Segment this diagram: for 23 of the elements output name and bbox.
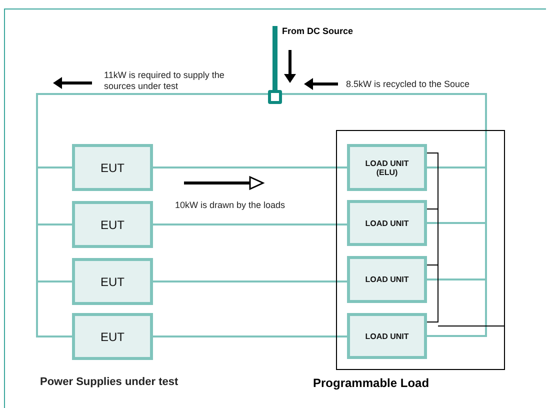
wire [272,26,278,90]
eut-box: EUT [72,313,153,360]
source-label: From DC Source [282,26,368,40]
wire [153,280,347,282]
eut-box: EUT [72,201,153,248]
enclosure-title: Programmable Load [313,376,430,390]
wire [153,336,347,338]
eut-box: EUT [72,144,153,191]
wire [426,264,438,322]
load-unit-box: LOAD UNIT (ELU) [347,144,427,191]
load-unit-box: LOAD UNIT [347,256,427,303]
junction-box [268,90,282,104]
load-unit-box: LOAD UNIT [347,313,427,359]
wire [426,152,438,210]
load-unit-box: LOAD UNIT [347,200,427,246]
power-note: 10kW is drawn by the loads [175,200,286,211]
eut-box: EUT [72,258,153,305]
wire [153,224,347,226]
wire [153,166,347,168]
wire [426,208,438,266]
group-caption: Power Supplies under test [40,376,178,390]
power-note: 8.5kW is recycled to the Souce [346,79,470,90]
power-note: 11kW is required to supply the sources under test [104,70,226,92]
